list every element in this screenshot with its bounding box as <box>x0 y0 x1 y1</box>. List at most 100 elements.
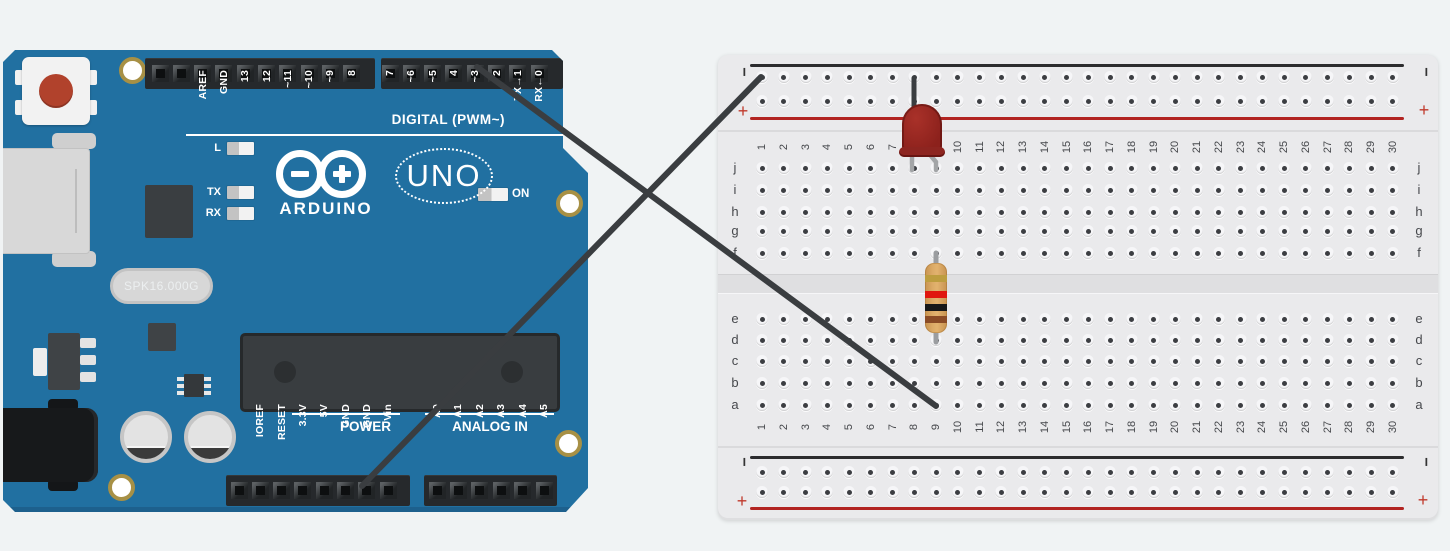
hole-d20[interactable] <box>1169 334 1182 346</box>
hole-g18[interactable] <box>1125 225 1138 237</box>
hole-h11[interactable] <box>973 206 986 218</box>
hole-c7[interactable] <box>886 355 899 367</box>
hole-h2[interactable] <box>777 206 790 218</box>
hole-h10[interactable] <box>951 206 964 218</box>
hole-f24[interactable] <box>1256 247 1269 259</box>
hole-b22[interactable] <box>1212 377 1225 389</box>
hole-h5[interactable] <box>843 206 855 218</box>
hole-d15[interactable] <box>1060 334 1073 346</box>
hole-e15[interactable] <box>1060 313 1073 325</box>
rail-hole[interactable] <box>930 71 942 83</box>
rail-hole[interactable] <box>756 71 768 83</box>
hole-d8[interactable] <box>908 334 921 346</box>
pin-A4[interactable] <box>514 482 532 499</box>
hole-h9[interactable] <box>930 206 942 218</box>
rail-hole[interactable] <box>1365 486 1377 498</box>
rail-hole[interactable] <box>973 71 986 83</box>
rail-hole[interactable] <box>1104 71 1116 83</box>
hole-h27[interactable] <box>1321 206 1334 218</box>
hole-i5[interactable] <box>843 184 855 196</box>
rail-hole[interactable] <box>1038 95 1051 107</box>
hole-a4[interactable] <box>821 399 834 411</box>
hole-d19[interactable] <box>1147 334 1160 346</box>
rail-hole[interactable] <box>864 71 877 83</box>
rail-hole[interactable] <box>1256 71 1269 83</box>
hole-g15[interactable] <box>1060 225 1073 237</box>
rail-hole[interactable] <box>930 486 942 498</box>
rail-hole[interactable] <box>1321 71 1334 83</box>
pin-A1[interactable] <box>449 482 467 499</box>
hole-i26[interactable] <box>1299 184 1312 196</box>
hole-j17[interactable] <box>1104 162 1116 174</box>
pin-5V[interactable] <box>315 482 333 499</box>
hole-a15[interactable] <box>1060 399 1073 411</box>
rail-hole[interactable] <box>1212 95 1225 107</box>
hole-c30[interactable] <box>1386 355 1399 367</box>
rail-hole[interactable] <box>1212 71 1225 83</box>
rail-hole[interactable] <box>1147 466 1160 478</box>
hole-a19[interactable] <box>1147 399 1160 411</box>
hole-b2[interactable] <box>777 377 790 389</box>
rail-hole[interactable] <box>1212 486 1225 498</box>
rail-hole[interactable] <box>864 95 877 107</box>
rail-hole[interactable] <box>1256 95 1269 107</box>
hole-j19[interactable] <box>1147 162 1160 174</box>
rail-hole[interactable] <box>1234 486 1247 498</box>
led-flange[interactable] <box>899 147 945 157</box>
rail-hole[interactable] <box>1256 486 1269 498</box>
rail-hole[interactable] <box>1082 486 1095 498</box>
hole-f10[interactable] <box>951 247 964 259</box>
hole-h15[interactable] <box>1060 206 1073 218</box>
rail-hole[interactable] <box>1147 486 1160 498</box>
rail-hole[interactable] <box>1017 95 1029 107</box>
hole-e18[interactable] <box>1125 313 1138 325</box>
hole-c3[interactable] <box>799 355 812 367</box>
hole-j10[interactable] <box>951 162 964 174</box>
rail-hole[interactable] <box>1125 95 1138 107</box>
rail-hole[interactable] <box>995 486 1008 498</box>
hole-e19[interactable] <box>1147 313 1160 325</box>
hole-i4[interactable] <box>821 184 834 196</box>
hole-a30[interactable] <box>1386 399 1399 411</box>
hole-d22[interactable] <box>1212 334 1225 346</box>
rail-hole[interactable] <box>930 466 942 478</box>
rail-hole[interactable] <box>1082 71 1095 83</box>
hole-b7[interactable] <box>886 377 899 389</box>
hole-i18[interactable] <box>1125 184 1138 196</box>
hole-g26[interactable] <box>1299 225 1312 237</box>
hole-a12[interactable] <box>995 399 1008 411</box>
hole-c28[interactable] <box>1343 355 1356 367</box>
hole-b4[interactable] <box>821 377 834 389</box>
pin-3.3V[interactable] <box>294 482 312 499</box>
rail-hole[interactable] <box>1299 95 1312 107</box>
rail-hole[interactable] <box>821 486 834 498</box>
hole-a26[interactable] <box>1299 399 1312 411</box>
hole-a18[interactable] <box>1125 399 1138 411</box>
hole-e28[interactable] <box>1343 313 1356 325</box>
rail-hole[interactable] <box>1278 466 1290 478</box>
rail-hole[interactable] <box>1278 486 1290 498</box>
rail-hole[interactable] <box>1060 466 1073 478</box>
hole-e26[interactable] <box>1299 313 1312 325</box>
hole-f13[interactable] <box>1017 247 1029 259</box>
hole-e13[interactable] <box>1017 313 1029 325</box>
hole-h30[interactable] <box>1386 206 1399 218</box>
reset-button-cap[interactable] <box>39 74 73 108</box>
hole-i20[interactable] <box>1169 184 1182 196</box>
hole-f7[interactable] <box>886 247 899 259</box>
hole-e20[interactable] <box>1169 313 1182 325</box>
hole-i10[interactable] <box>951 184 964 196</box>
hole-c1[interactable] <box>756 355 768 367</box>
hole-g3[interactable] <box>799 225 812 237</box>
hole-b9[interactable] <box>930 377 942 389</box>
hole-f11[interactable] <box>973 247 986 259</box>
hole-i15[interactable] <box>1060 184 1073 196</box>
hole-i22[interactable] <box>1212 184 1225 196</box>
pin-GND[interactable] <box>358 482 376 499</box>
hole-c2[interactable] <box>777 355 790 367</box>
hole-g7[interactable] <box>886 225 899 237</box>
hole-e7[interactable] <box>886 313 899 325</box>
hole-j18[interactable] <box>1125 162 1138 174</box>
rail-hole[interactable] <box>995 95 1008 107</box>
breadboard[interactable]: jjiihhggffeeddccbbaa12345678910111213141… <box>718 55 1438 520</box>
